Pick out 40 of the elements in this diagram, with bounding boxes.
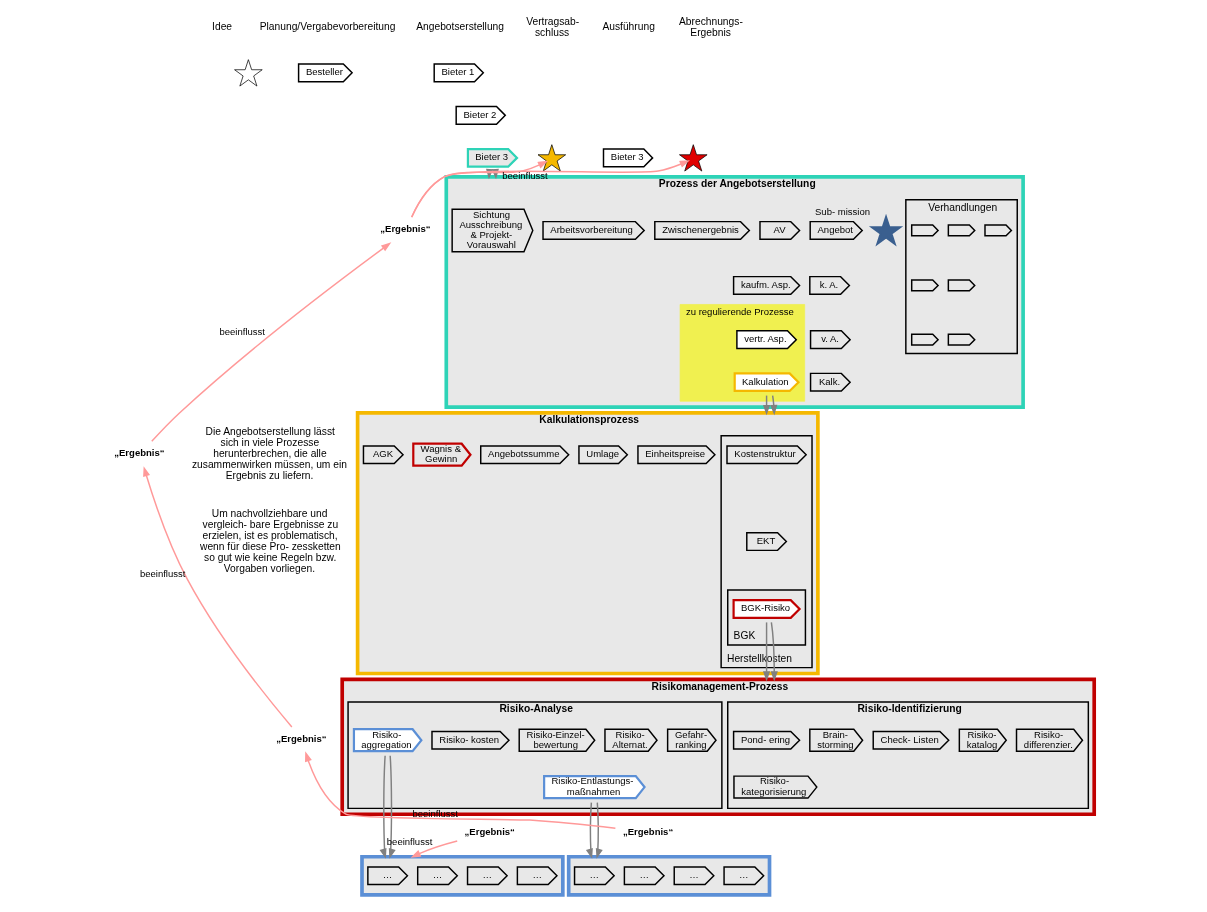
node-star bbox=[234, 59, 263, 87]
label: Planung/Vergabevorbereitung bbox=[259, 21, 396, 33]
node-text: „Ergebnis“ bbox=[464, 826, 515, 838]
label: Die Angebotserstellung lässt sich in viele Prozesse herunterbrechen, die alle zusammenwirken müssen, um ein Ergebnis zu liefern. bbox=[191, 426, 347, 482]
node-text: „Ergebnis“ bbox=[114, 447, 165, 459]
node-chevron bbox=[984, 224, 1013, 237]
label: Angebotserstellung bbox=[416, 21, 504, 33]
node-chevron bbox=[910, 224, 940, 237]
arrow bbox=[410, 160, 690, 218]
node-chevron bbox=[910, 333, 940, 346]
arrow bbox=[151, 242, 392, 443]
arrow bbox=[305, 751, 617, 830]
cluster bbox=[566, 854, 772, 897]
node-text: „Ergebnis“ bbox=[380, 223, 431, 235]
arrow bbox=[585, 801, 593, 859]
arrow bbox=[388, 755, 396, 859]
node-chevron bbox=[910, 279, 940, 292]
cluster bbox=[360, 854, 565, 897]
edge-label: beeinflusst bbox=[219, 326, 265, 338]
arrow bbox=[595, 801, 603, 859]
label: Idee bbox=[212, 21, 233, 33]
cluster: Verhandlungen bbox=[905, 198, 1018, 355]
arrow bbox=[379, 755, 387, 859]
node-text: „Ergebnis“ bbox=[276, 732, 327, 744]
edge-label: beeinflusst bbox=[386, 836, 433, 848]
label: Um nachvollziehbare und vergleich- bare Ergebnisse zu erzielen, ist es problematisch, wenn für diese Pro- zessketten so gut wie keine Regeln bzw. Vorgaben vorliegen. bbox=[200, 507, 341, 574]
label: Ausführung bbox=[602, 21, 655, 33]
arrow bbox=[410, 840, 458, 858]
node-label: Sub- mission bbox=[815, 205, 871, 217]
node-chevron bbox=[947, 333, 976, 346]
arrow bbox=[762, 621, 771, 682]
label: Abrechnungs- Ergebnis bbox=[678, 15, 743, 38]
arrow bbox=[770, 621, 778, 682]
label: Vertragsab- schluss bbox=[526, 15, 580, 38]
node-chevron bbox=[947, 279, 976, 292]
arrow bbox=[143, 466, 293, 728]
node-chevron bbox=[947, 224, 976, 237]
node-star bbox=[868, 213, 904, 247]
node-text: „Ergebnis“ bbox=[622, 826, 674, 838]
edge-label: beeinflusst bbox=[139, 568, 186, 580]
